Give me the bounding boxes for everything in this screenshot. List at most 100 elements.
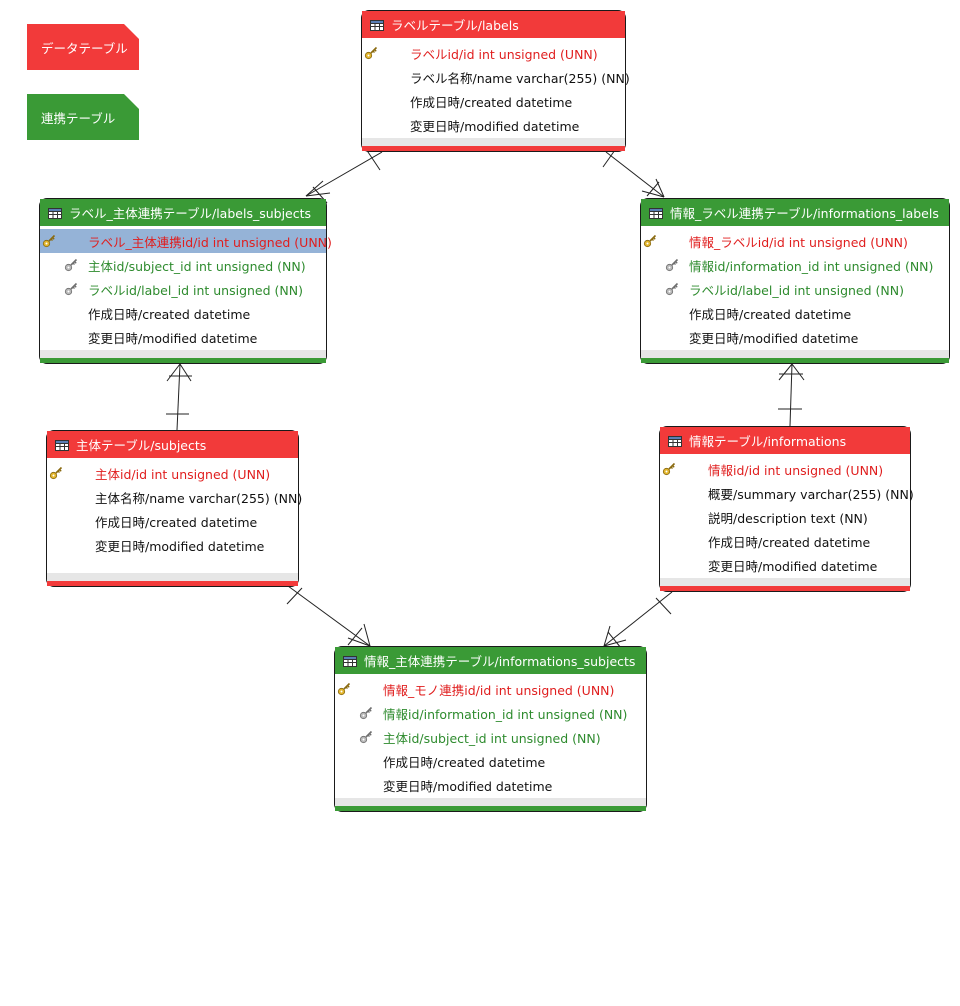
table-footer (660, 578, 910, 591)
column-row[interactable]: 主体id/id int unsigned (UNN) (47, 461, 298, 485)
column-row[interactable]: 概要/summary varchar(255) (NN) (660, 481, 914, 505)
gold-key-icon (42, 234, 56, 248)
table-title: ラベル_主体連携テーブル/labels_subjects (69, 206, 312, 221)
column-text: 変更日時/modified datetime (410, 118, 580, 134)
column-text: 情報_ラベルid/id int unsigned (UNN) (689, 234, 908, 250)
column-row[interactable]: 変更日時/modified datetime (335, 773, 646, 797)
gold-key-icon (662, 462, 676, 476)
column-row[interactable]: 変更日時/modified datetime (362, 113, 625, 137)
column-row[interactable]: 主体名称/name varchar(255) (NN) (47, 485, 302, 509)
column-text: 変更日時/modified datetime (689, 330, 859, 346)
table-footer (40, 350, 326, 363)
silver-key-icon (665, 258, 679, 272)
column-text: ラベル名称/name varchar(255) (NN) (410, 70, 630, 86)
column-row[interactable]: 作成日時/created datetime (660, 529, 910, 553)
column-text: 情報id/id int unsigned (UNN) (708, 462, 884, 478)
column-text: 情報id/information_id int unsigned (NN) (689, 258, 934, 274)
relationship-informations-informations-subjects[interactable] (603, 591, 673, 649)
gold-key-icon (364, 46, 378, 60)
column-row[interactable]: 主体id/subject_id int unsigned (NN) (40, 253, 326, 277)
relationship-informations-informations-labels[interactable] (778, 363, 805, 427)
column-row[interactable]: ラベルid/label_id int unsigned (NN) (641, 277, 949, 301)
legend-link-table-label: 連携テーブル (41, 110, 116, 126)
table-header[interactable]: 情報_主体連携テーブル/informations_subjects (335, 647, 646, 674)
column-row[interactable]: ラベルid/id int unsigned (UNN) (362, 41, 625, 65)
column-text: ラベルid/label_id int unsigned (NN) (88, 282, 303, 298)
column-row[interactable]: 変更日時/modified datetime (660, 553, 910, 577)
column-row[interactable]: 情報_モノ連携id/id int unsigned (UNN) (335, 677, 646, 701)
column-text: 作成日時/created datetime (88, 306, 251, 322)
column-text: 作成日時/created datetime (410, 94, 573, 110)
column-text: 主体id/subject_id int unsigned (NN) (88, 258, 306, 274)
table-header[interactable]: 情報テーブル/informations (660, 427, 910, 454)
relationship-subjects-informations-subjects[interactable] (286, 585, 371, 647)
column-text: 作成日時/created datetime (95, 514, 258, 530)
column-text: 変更日時/modified datetime (708, 558, 878, 574)
relationship-subjects-labels-subjects[interactable] (166, 363, 192, 431)
column-row[interactable]: 作成日時/created datetime (335, 749, 646, 773)
column-text: 情報id/information_id int unsigned (NN) (383, 706, 628, 722)
column-row[interactable]: ラベルid/label_id int unsigned (NN) (40, 277, 326, 301)
gold-key-icon (337, 682, 351, 696)
column-text: 変更日時/modified datetime (88, 330, 258, 346)
column-row[interactable]: 作成日時/created datetime (47, 509, 298, 533)
column-text: 作成日時/created datetime (383, 754, 546, 770)
legend-data-table-label: データテーブル (41, 40, 128, 56)
table-icon (48, 207, 62, 219)
table-footer (335, 798, 646, 811)
table-footer (362, 138, 625, 151)
table-labels[interactable]: ラベルテーブル/labels ラベルid/id int unsigned (UNN… (361, 10, 630, 152)
column-row[interactable]: 情報_ラベルid/id int unsigned (UNN) (641, 229, 949, 253)
column-text: ラベルid/id int unsigned (UNN) (410, 46, 598, 62)
column-row[interactable]: 変更日時/modified datetime (47, 533, 298, 557)
table-title: 情報_主体連携テーブル/informations_subjects (364, 654, 636, 669)
column-text: 主体名称/name varchar(255) (NN) (95, 490, 303, 506)
column-row[interactable]: 作成日時/created datetime (40, 301, 326, 325)
table-title: ラベルテーブル/labels (391, 18, 519, 33)
table-header[interactable]: ラベルテーブル/labels (362, 11, 625, 38)
column-text: ラベル_主体連携id/id int unsigned (UNN) (88, 234, 332, 250)
table-icon (668, 435, 682, 447)
silver-key-icon (359, 706, 373, 720)
column-row[interactable]: 説明/description text (NN) (660, 505, 910, 529)
column-text: 概要/summary varchar(255) (NN) (708, 486, 914, 502)
table-title: 情報_ラベル連携テーブル/informations_labels (670, 206, 939, 221)
column-text: 変更日時/modified datetime (95, 538, 265, 554)
table-subjects[interactable]: 主体テーブル/subjects 主体id/id int unsigned (UNN… (46, 430, 302, 587)
column-row[interactable]: 主体id/subject_id int unsigned (NN) (335, 725, 646, 749)
column-row[interactable]: 情報id/id int unsigned (UNN) (660, 457, 910, 481)
relationship-labels-labels-subjects[interactable] (305, 148, 383, 204)
column-row[interactable]: ラベル名称/name varchar(255) (NN) (362, 65, 630, 89)
column-text: 主体id/subject_id int unsigned (NN) (383, 730, 601, 746)
silver-key-icon (64, 258, 78, 272)
table-header[interactable]: ラベル_主体連携テーブル/labels_subjects (40, 199, 326, 226)
table-header[interactable]: 主体テーブル/subjects (47, 431, 298, 458)
table-footer (641, 350, 949, 363)
table-informations-subjects[interactable]: 情報_主体連携テーブル/informations_subjects 情報_モノ連携… (334, 646, 647, 812)
column-text: 作成日時/created datetime (708, 534, 871, 550)
table-icon (55, 439, 69, 451)
table-icon (343, 655, 357, 667)
table-title: 情報テーブル/informations (689, 434, 847, 449)
table-labels-subjects[interactable]: ラベル_主体連携テーブル/labels_subjects ラベル_主体連携id/i… (39, 198, 332, 364)
column-text: 作成日時/created datetime (689, 306, 852, 322)
column-row[interactable]: 変更日時/modified datetime (40, 325, 326, 349)
silver-key-icon (359, 730, 373, 744)
table-informations-labels[interactable]: 情報_ラベル連携テーブル/informations_labels 情報_ラベルid… (640, 198, 950, 364)
column-text: 主体id/id int unsigned (UNN) (95, 466, 271, 482)
gold-key-icon (49, 466, 63, 480)
column-text: 説明/description text (NN) (708, 510, 868, 526)
column-row[interactable]: 情報id/information_id int unsigned (NN) (335, 701, 646, 725)
column-row[interactable]: 情報id/information_id int unsigned (NN) (641, 253, 949, 277)
legend-data-table: データテーブル (27, 24, 139, 70)
column-row[interactable]: 作成日時/created datetime (641, 301, 949, 325)
table-footer (47, 573, 298, 586)
relationship-labels-informations-labels[interactable] (602, 149, 665, 198)
table-header[interactable]: 情報_ラベル連携テーブル/informations_labels (641, 199, 949, 226)
column-row[interactable]: 作成日時/created datetime (362, 89, 625, 113)
table-icon (649, 207, 663, 219)
gold-key-icon (643, 234, 657, 248)
column-row[interactable]: 変更日時/modified datetime (641, 325, 949, 349)
column-row[interactable]: ラベル_主体連携id/id int unsigned (UNN) (40, 229, 332, 253)
table-informations[interactable]: 情報テーブル/informations 情報id/id int unsigned … (659, 426, 914, 592)
